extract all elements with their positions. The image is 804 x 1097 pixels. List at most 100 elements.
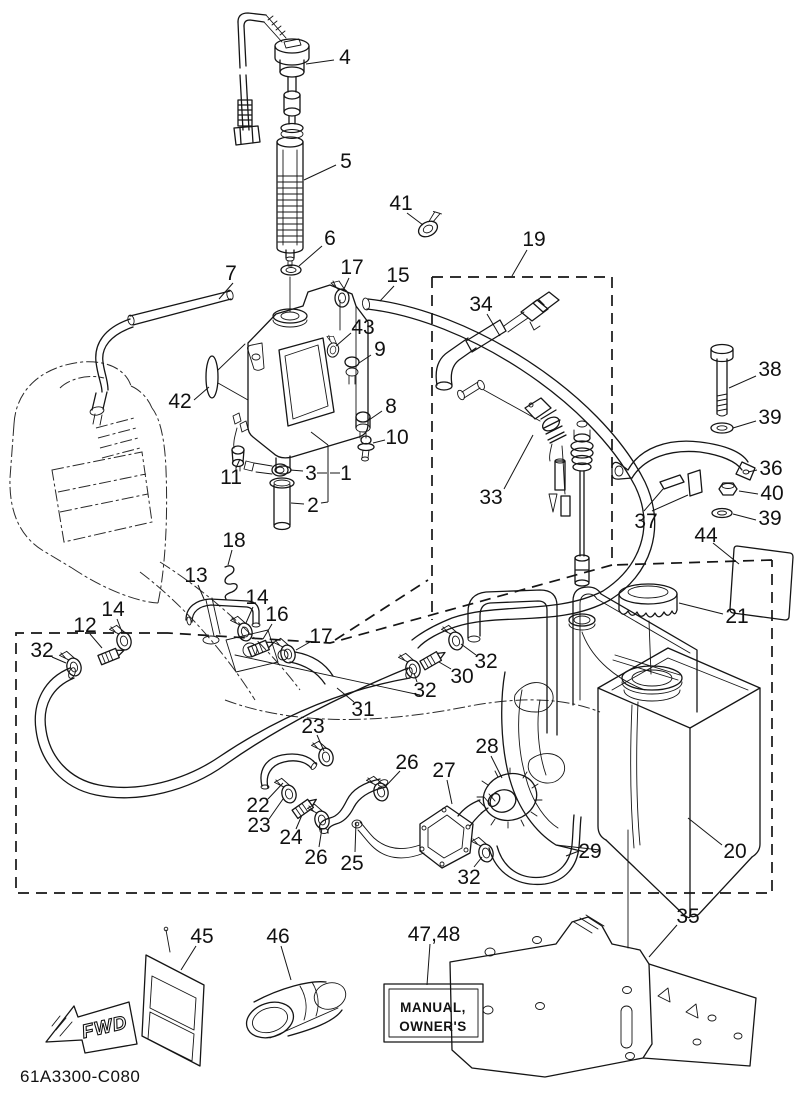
callout-label-26: 26 <box>395 751 418 774</box>
callout-label-14: 14 <box>101 598 125 621</box>
callout-leader-34 <box>486 313 501 337</box>
cover-sleeve-46 <box>245 981 347 1039</box>
callout-leader-38 <box>728 375 757 389</box>
callout-label-32: 32 <box>413 679 436 702</box>
hose-31 <box>34 667 413 799</box>
callout-leader-2 <box>290 502 305 505</box>
callout-leader-33 <box>503 434 534 490</box>
bracket-36 <box>611 440 756 481</box>
callout-leader-20 <box>687 817 723 846</box>
callout-leader-26 <box>383 770 401 789</box>
callout-label-42: 42 <box>168 390 191 413</box>
callout-leader-3 <box>289 469 304 472</box>
callout-leader-45 <box>180 945 197 971</box>
callout-label-20: 20 <box>723 840 746 863</box>
callout-label-32: 32 <box>30 639 53 662</box>
callout-leader-37 <box>651 494 689 512</box>
callout-label-23: 23 <box>247 814 270 837</box>
callout-leader-42 <box>193 386 210 401</box>
callout-leader-44 <box>712 542 740 565</box>
callout-label-40: 40 <box>760 482 783 505</box>
callout-label-13: 13 <box>184 564 207 587</box>
lead-wire-34 <box>435 291 560 422</box>
callout-label-17: 17 <box>309 625 332 648</box>
drawing-code: 61A3300-C080 <box>20 1067 140 1086</box>
fwd-direction-arrow: FWD <box>45 1001 138 1054</box>
callout-label-38: 38 <box>758 358 781 381</box>
callout-label-15: 15 <box>386 264 409 287</box>
callout-leader-46 <box>280 945 292 981</box>
callout-leader-21 <box>678 602 724 615</box>
callout-label-1: 1 <box>340 462 352 485</box>
callout-leader-47,48 <box>426 943 431 986</box>
callout-label-44: 44 <box>694 524 718 547</box>
owners-manual-plate: MANUAL, OWNER'S <box>383 983 484 1043</box>
engine-cowling-phantom <box>9 361 168 604</box>
bolt-38 <box>710 343 734 417</box>
callout-label-2: 2 <box>307 494 319 517</box>
hose-15 <box>361 297 656 649</box>
callout-leader-35 <box>648 924 678 958</box>
callout-label-7: 7 <box>225 262 237 285</box>
filler-neck <box>621 665 683 691</box>
tank-tray <box>501 586 698 853</box>
nut-40 <box>718 482 738 496</box>
callout-leader-32 <box>460 643 477 656</box>
callout-leader-17 <box>342 277 350 292</box>
hose-u-bend <box>467 589 558 736</box>
callout-leader-5 <box>303 164 337 181</box>
callout-label-5: 5 <box>340 150 352 173</box>
callout-leader-29 <box>565 850 580 857</box>
callout-leader-13 <box>197 584 205 600</box>
callout-leader-19 <box>511 249 528 277</box>
callout-label-34: 34 <box>469 293 493 316</box>
callout-leader-40 <box>738 490 759 495</box>
callout-leader-16 <box>262 623 273 640</box>
callout-leader-23 <box>316 734 325 752</box>
callout-label-31: 31 <box>351 698 374 721</box>
dashed-inset-box-19 <box>334 276 613 641</box>
callout-label-6: 6 <box>324 227 336 250</box>
callout-label-47,48: 47,48 <box>408 923 461 946</box>
callout-leader-28 <box>490 755 503 779</box>
callout-leader-18 <box>227 549 233 566</box>
hose-7 <box>89 289 234 426</box>
callout-label-29: 29 <box>578 840 601 863</box>
fitting-8 <box>355 411 371 439</box>
callout-label-27: 27 <box>432 759 455 782</box>
callout-leader-36 <box>747 469 758 473</box>
callout-leader-26 <box>318 827 323 848</box>
engine-bracket-phantom <box>139 561 601 720</box>
callout-label-18: 18 <box>222 529 245 552</box>
callout-label-41: 41 <box>389 192 412 215</box>
callout-leader-37 <box>643 488 664 512</box>
callout-label-26: 26 <box>304 846 327 869</box>
washer-39-upper <box>710 422 734 434</box>
callout-label-11: 11 <box>220 466 242 489</box>
callout-leader-31 <box>336 687 355 703</box>
callout-label-28: 28 <box>475 735 498 758</box>
washer-39-lower <box>711 507 733 519</box>
callout-leader-39 <box>732 420 757 429</box>
callout-label-8: 8 <box>385 395 397 418</box>
callout-label-32: 32 <box>457 866 480 889</box>
clamp-41 <box>417 210 442 238</box>
manual-text-line1: MANUAL, <box>400 1000 466 1015</box>
callout-leader-23 <box>268 798 284 820</box>
hose-29 <box>488 814 582 886</box>
callout-label-23: 23 <box>301 715 324 738</box>
callout-label-22: 22 <box>246 794 269 817</box>
callout-leader-6 <box>298 245 323 267</box>
callout-label-4: 4 <box>339 46 351 69</box>
warning-tag-44 <box>729 545 794 621</box>
callout-label-35: 35 <box>676 905 699 928</box>
clip-18 <box>224 565 238 600</box>
oil-level-gauge-assembly <box>233 12 310 313</box>
main-oil-tank-20 <box>597 620 761 919</box>
callout-label-24: 24 <box>279 826 303 849</box>
callout-leader-15 <box>379 285 395 302</box>
callout-label-33: 33 <box>479 486 502 509</box>
callout-leader-32 <box>473 856 483 868</box>
